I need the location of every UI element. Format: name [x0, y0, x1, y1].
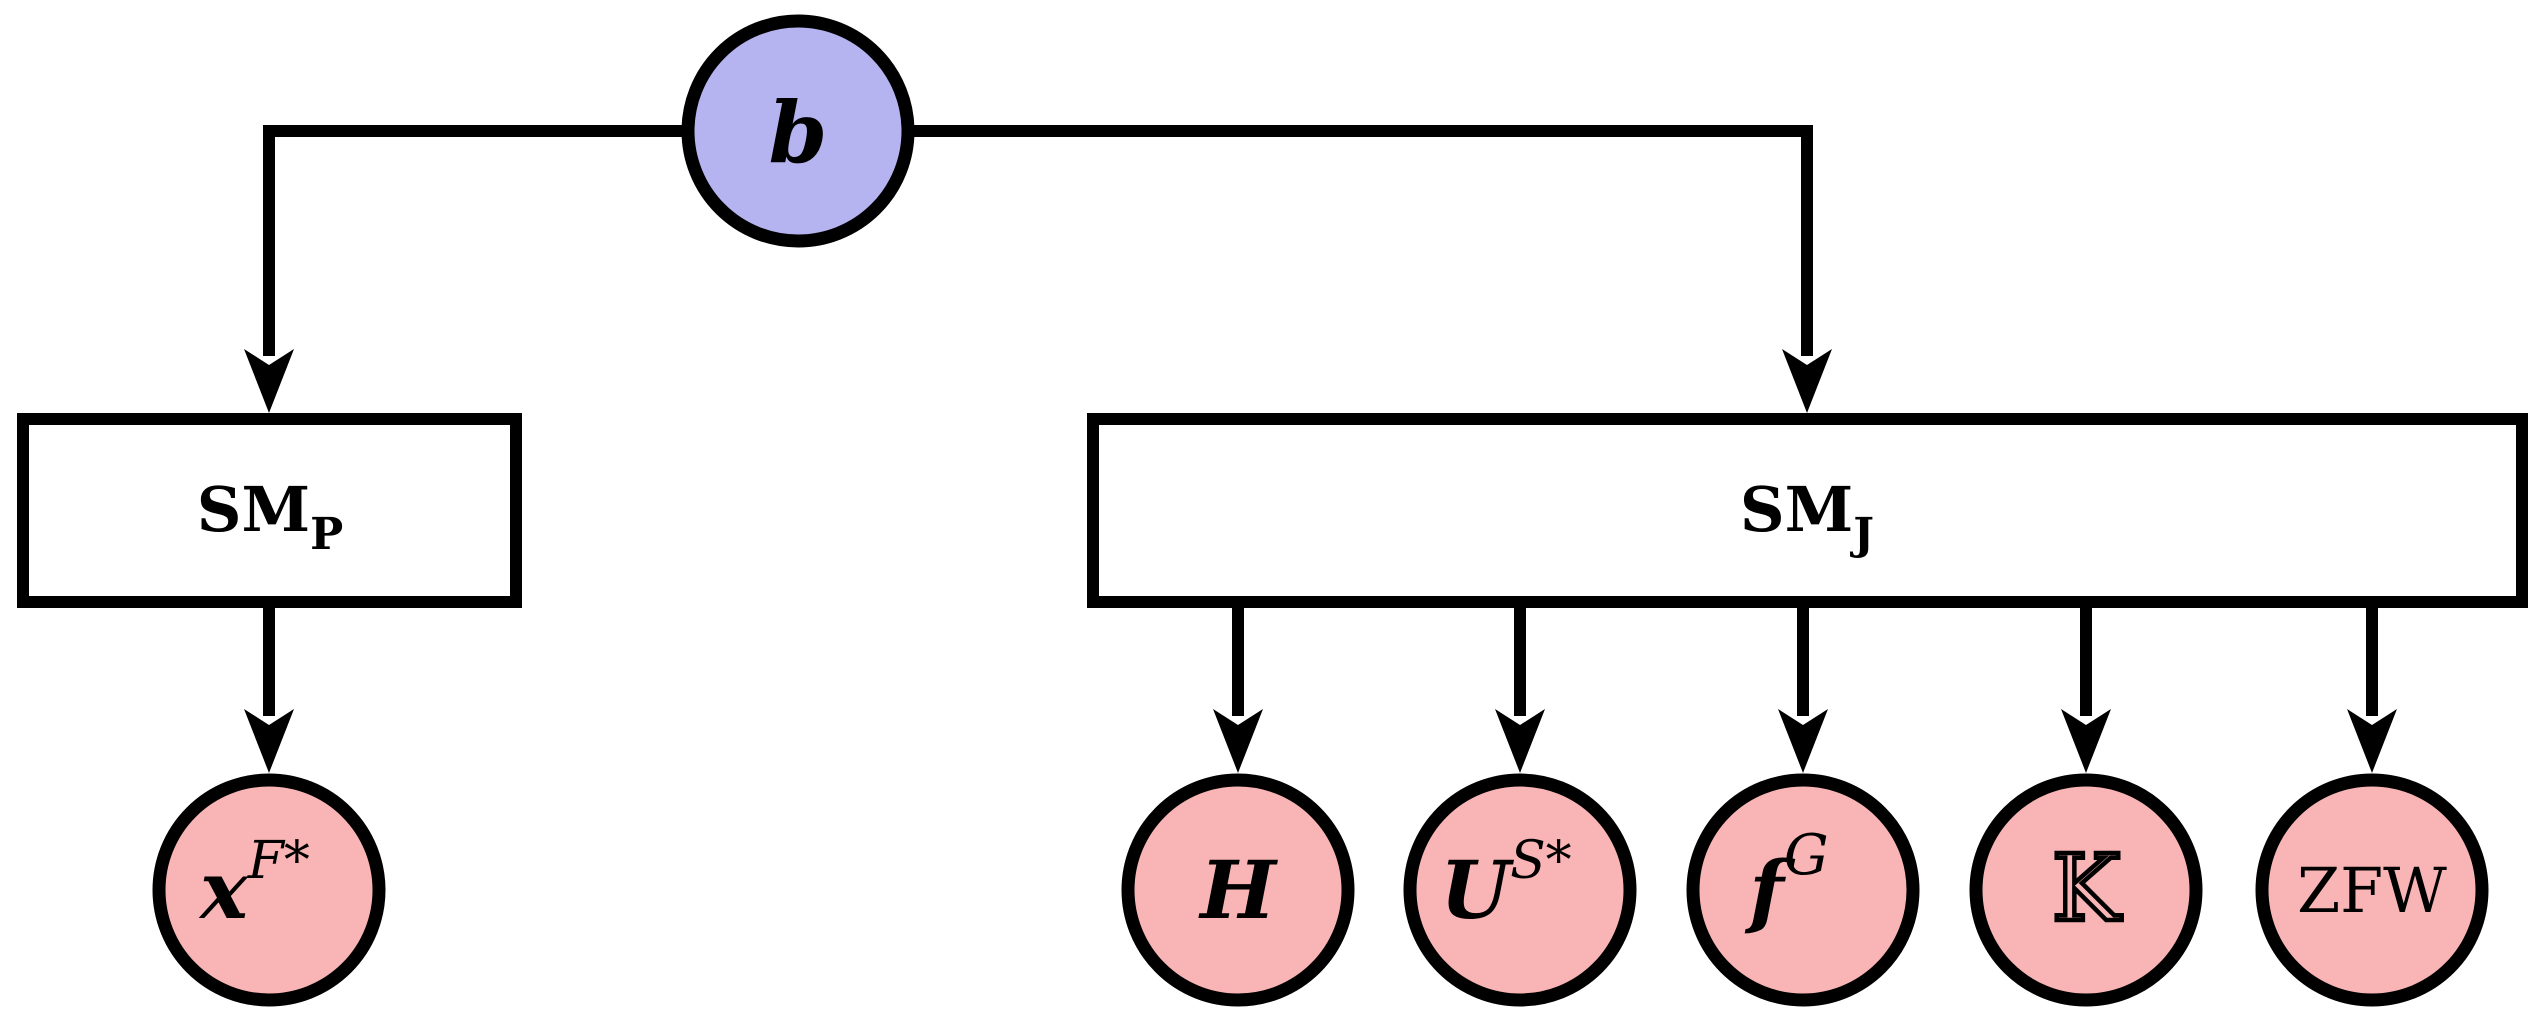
node-us-label-base: U	[1440, 843, 1514, 937]
arrowhead-smj-to-k	[2061, 709, 2111, 773]
node-smj-label-sub: J	[1849, 509, 1874, 560]
arrowhead-smj-to-fg	[1778, 709, 1828, 773]
node-k-circle	[1969, 773, 2203, 1007]
node-b-label-text: b	[769, 83, 828, 182]
arrowhead-smj-to-zfw	[2347, 709, 2397, 773]
edge-b-to-smp	[263, 125, 798, 356]
arrowhead-b-to-smj	[1782, 349, 1832, 413]
node-h-circle	[1121, 773, 1355, 1007]
edge-b-to-smj	[798, 125, 1813, 356]
node-smp-label-base: SM	[197, 473, 310, 546]
node-zfw-label-text: ZFW	[2297, 854, 2447, 927]
arrowhead-smj-to-h	[1213, 709, 1263, 773]
node-fg-label-sup: G	[1784, 823, 1829, 888]
node-h-label-text: H	[1198, 843, 1278, 937]
node-xf-circle	[152, 773, 386, 1007]
node-smj-box	[1087, 413, 2528, 608]
node-smp-label-sub: P	[310, 509, 343, 560]
node-xf-label-base: x	[198, 843, 249, 937]
node-k-label: K	[2052, 835, 2123, 942]
node-us-label: US*	[1440, 831, 1571, 937]
node-k-label-text: K	[2052, 835, 2123, 942]
arrowhead-b-to-smp	[244, 349, 294, 413]
node-smp-box	[17, 413, 522, 608]
node-us-label-sup: S*	[1510, 831, 1572, 891]
node-smp-label: SMP	[197, 473, 344, 560]
node-xf-label: xF*	[198, 831, 310, 937]
node-b-circle	[681, 14, 915, 248]
node-zfw-label: ZFW	[2297, 854, 2447, 927]
node-zfw-circle	[2255, 773, 2489, 1007]
node-us-circle	[1403, 773, 1637, 1007]
arrowhead-smp-to-xf	[244, 709, 294, 773]
node-xf-label-sup: F*	[247, 831, 310, 891]
node-b-label: b	[769, 83, 828, 182]
node-smj-label-base: SM	[1740, 473, 1853, 546]
arrowhead-smj-to-us	[1495, 709, 1545, 773]
node-smj-label: SMJ	[1740, 473, 1874, 560]
node-fg-circle	[1686, 773, 1920, 1007]
node-h-label: H	[1198, 843, 1278, 937]
